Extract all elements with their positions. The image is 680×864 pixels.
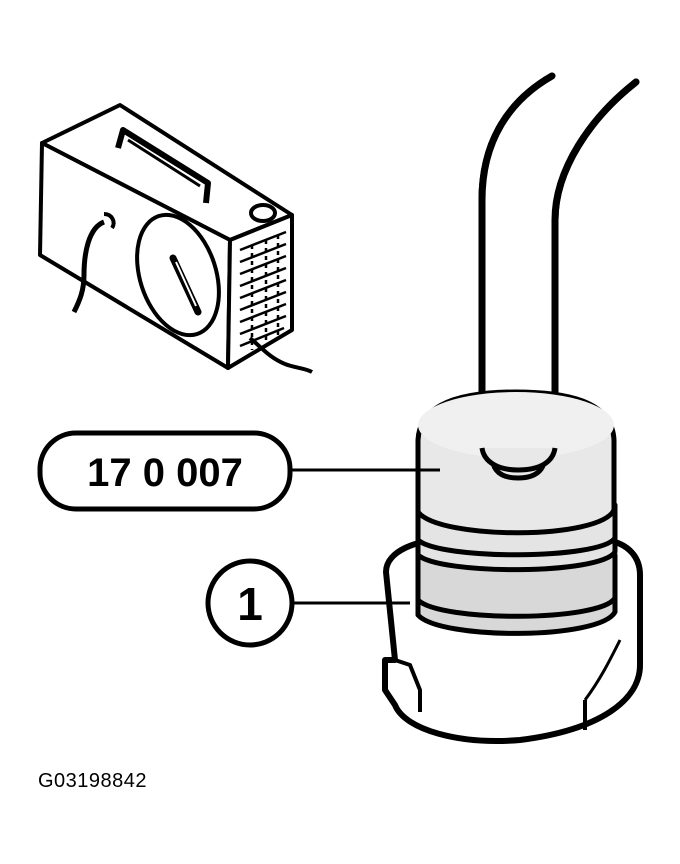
tool-callout: 17 0 007 <box>37 430 440 512</box>
tool-callout-box <box>37 430 293 512</box>
tester-cable-right <box>248 336 313 374</box>
figure-id: G03198842 <box>38 770 148 792</box>
part-callout-circle <box>205 558 295 648</box>
part-callout-label: 1 <box>237 578 263 630</box>
part-callout: 1 <box>205 558 410 648</box>
tester-vent <box>239 230 287 350</box>
adapter-top-face <box>418 392 614 458</box>
cap-adapter-icon <box>382 389 643 744</box>
tester-knob <box>249 203 277 223</box>
tool-callout-label: 17 0 007 <box>87 451 243 495</box>
tester-cable-left <box>71 219 106 314</box>
tester-device-icon <box>38 103 313 374</box>
tester-handle <box>115 127 211 204</box>
